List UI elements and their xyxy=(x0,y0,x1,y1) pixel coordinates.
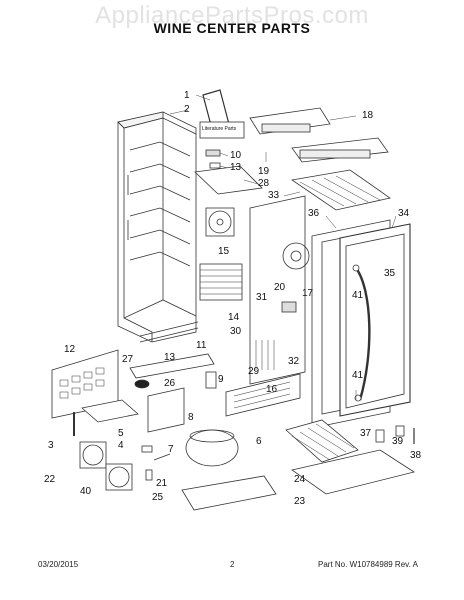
callout-6: 6 xyxy=(256,436,262,447)
callout-30: 30 xyxy=(230,326,242,337)
callout-9: 9 xyxy=(218,374,224,385)
callout-4: 4 xyxy=(118,440,124,451)
footer-date: 03/20/2015 xyxy=(38,560,79,569)
callout-2: 2 xyxy=(184,104,190,115)
callout-37: 37 xyxy=(360,428,372,439)
callout-14: 14 xyxy=(228,312,240,323)
callout-38: 38 xyxy=(410,450,422,461)
callout-1: 1 xyxy=(184,90,190,101)
callout-28: 28 xyxy=(258,178,270,189)
callout-12: 12 xyxy=(64,344,76,355)
callout-32: 32 xyxy=(288,356,300,367)
callout-41: 41 xyxy=(352,290,364,301)
cabinet-outline xyxy=(117,111,197,343)
callout-18: 18 xyxy=(362,110,374,121)
callout-20: 20 xyxy=(274,282,286,293)
callout-39: 39 xyxy=(392,436,404,447)
callout-15: 15 xyxy=(218,246,230,257)
callout-33: 33 xyxy=(268,190,280,201)
callout-27: 27 xyxy=(122,354,134,365)
callout-19: 19 xyxy=(258,166,270,177)
callout-23: 23 xyxy=(294,496,306,507)
callout-24: 24 xyxy=(294,474,306,485)
watermark: AppliancePartsPros.com xyxy=(95,2,369,29)
callout-5: 5 xyxy=(118,428,124,439)
callout-41b: 41 xyxy=(352,370,364,381)
callout-25: 25 xyxy=(152,492,164,503)
callout-13b: 13 xyxy=(164,352,176,363)
callout-11: 11 xyxy=(196,340,207,351)
page-title: WINE CENTER PARTS xyxy=(153,20,311,36)
callout-29: 29 xyxy=(248,366,260,377)
callout-17: 17 xyxy=(302,288,314,299)
callout-3: 3 xyxy=(48,440,54,451)
callout-13: 13 xyxy=(230,162,242,173)
literature-parts-label: Literature Parts xyxy=(202,126,237,132)
callout-22: 22 xyxy=(44,474,56,485)
callout-21: 21 xyxy=(156,478,168,489)
callout-31: 31 xyxy=(256,292,268,303)
callout-35: 35 xyxy=(384,268,396,279)
footer-part-number: Part No. W10784989 Rev. A xyxy=(318,560,418,569)
callout-40: 40 xyxy=(80,486,92,497)
callout-34: 34 xyxy=(398,208,410,219)
callout-8: 8 xyxy=(188,412,194,423)
callout-7: 7 xyxy=(168,444,174,455)
footer-page-number: 2 xyxy=(230,560,235,569)
callout-36: 36 xyxy=(308,208,320,219)
callout-16: 16 xyxy=(266,384,278,395)
callout-26: 26 xyxy=(164,378,176,389)
callout-10: 10 xyxy=(230,150,242,161)
